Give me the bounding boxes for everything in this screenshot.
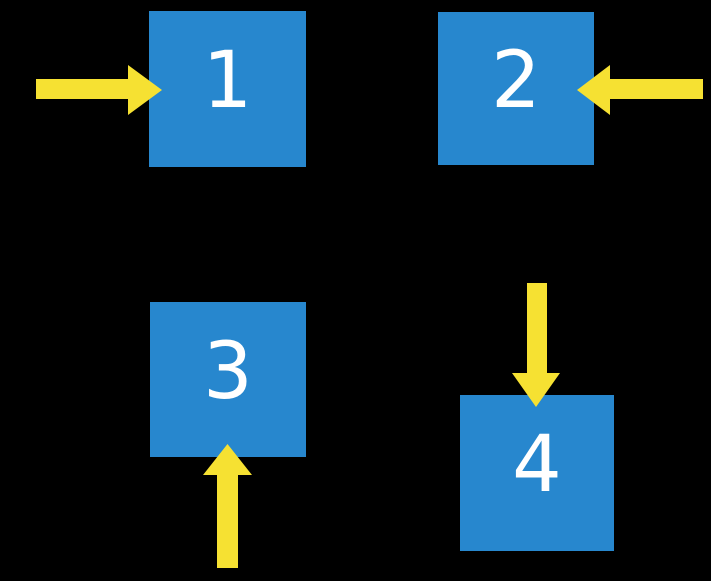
box-3-number: 3 <box>203 326 253 417</box>
down-arrow-icon <box>512 283 560 407</box>
box-1-number: 1 <box>202 36 253 126</box>
right-arrow-icon <box>36 65 162 115</box>
numbered-box-2: 2 <box>438 12 594 165</box>
box-2-number: 2 <box>491 35 541 126</box>
up-arrow-icon <box>203 444 252 568</box>
box-4-number: 4 <box>512 420 562 510</box>
numbered-box-1: 1 <box>149 11 306 167</box>
left-arrow-icon <box>577 65 703 115</box>
numbered-box-3: 3 <box>150 302 306 457</box>
numbered-box-4: 4 <box>460 395 614 551</box>
